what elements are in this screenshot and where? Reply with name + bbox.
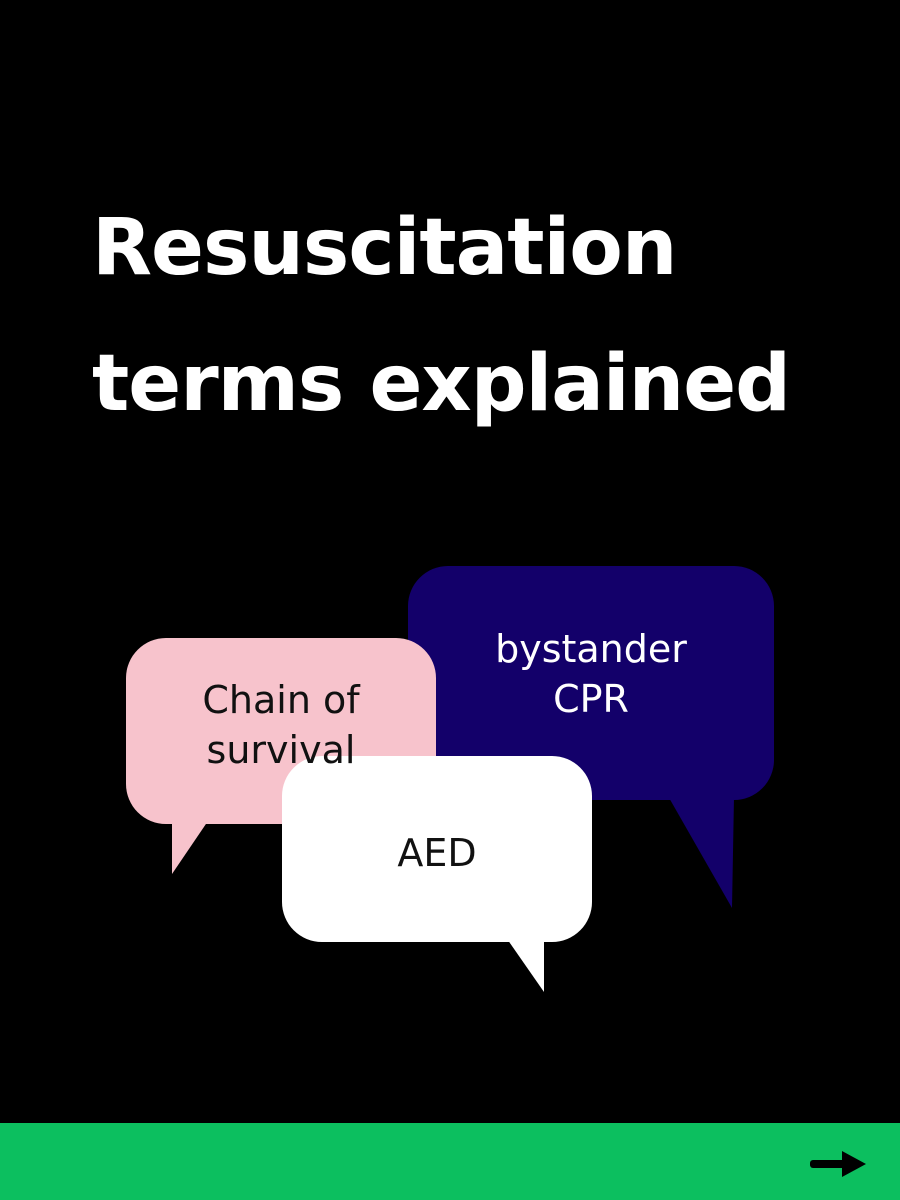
bubble-chain-tail [172, 818, 210, 874]
bubble-label-chain: Chain of survival [126, 675, 436, 775]
bubble-aed [282, 756, 592, 992]
page-title: Resuscitation terms explained [92, 180, 852, 452]
bubble-label-aed: AED [282, 828, 592, 878]
bubble-bystander-tail [668, 796, 734, 908]
title-line-2: terms explained [92, 339, 791, 429]
bubble-bystander-line-1: bystander [495, 627, 687, 671]
bubble-aed-tail [505, 936, 544, 992]
bubble-label-bystander: bystander CPR [408, 624, 774, 724]
bubble-bystander-line-2: CPR [553, 677, 629, 721]
bubble-aed-body [282, 756, 592, 942]
bubble-bystander-cpr [408, 566, 774, 908]
footer-accent-bar [0, 1123, 900, 1200]
arrow-right-icon[interactable] [808, 1148, 868, 1180]
bubble-chain-line-1: Chain of [202, 678, 360, 722]
bubble-chain-line-2: survival [206, 728, 356, 772]
title-line-1: Resuscitation [92, 203, 677, 293]
bubble-bystander-body [408, 566, 774, 800]
bubble-aed-line-1: AED [397, 831, 477, 875]
